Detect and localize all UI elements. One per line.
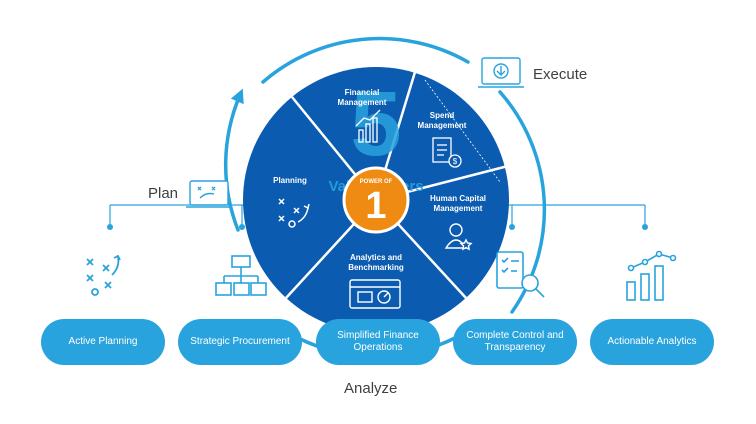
pill-active-planning: Active Planning <box>41 319 165 365</box>
user-star-icon <box>444 223 473 251</box>
finance-dashboard-icon <box>349 279 401 309</box>
segment-financial-line2: Management <box>338 98 387 107</box>
segment-spend-line2: Management <box>418 121 467 130</box>
playbook-icon <box>278 198 310 228</box>
pill-strategic-procurement: Strategic Procurement <box>178 319 302 365</box>
document-dollar-icon: $ <box>432 137 462 168</box>
pill-actionable-analytics: Actionable Analytics <box>590 319 714 365</box>
center-number: 1 <box>365 185 386 227</box>
org-chart-icon <box>215 255 267 296</box>
segment-financial-line1: Financial <box>345 88 380 97</box>
segment-analytics-line1: Analytics and <box>350 253 402 262</box>
power-of-label: POWER OF <box>360 179 393 185</box>
laptop-playbook-icon <box>186 180 232 208</box>
segment-analytics-line2: Benchmarking <box>348 263 404 272</box>
execute-label: Execute <box>533 66 588 83</box>
checklist-magnifier-icon <box>496 251 545 298</box>
laptop-download-icon <box>478 57 524 88</box>
segment-planning: Planning <box>273 176 307 185</box>
segment-spend-line1: Spend <box>430 111 455 120</box>
center-badge: POWER OF 1 <box>342 166 410 234</box>
pill-label: Active Planning <box>68 336 138 347</box>
big-five: 5 <box>350 73 401 175</box>
segment-hcm-line2: Management <box>434 204 483 213</box>
segment-hcm-line1: Human Capital <box>430 194 486 203</box>
analyze-label: Analyze <box>344 380 398 397</box>
active-planning-icon <box>86 254 121 296</box>
bar-line-chart-icon <box>355 109 381 143</box>
bar-chart-icon <box>626 250 677 301</box>
connector-dots <box>107 224 648 230</box>
plan-label: Plan <box>148 185 179 202</box>
pill-label: Actionable Analytics <box>607 336 697 347</box>
pill-label: Strategic Procurement <box>190 336 290 347</box>
svg-text:$: $ <box>453 157 458 166</box>
